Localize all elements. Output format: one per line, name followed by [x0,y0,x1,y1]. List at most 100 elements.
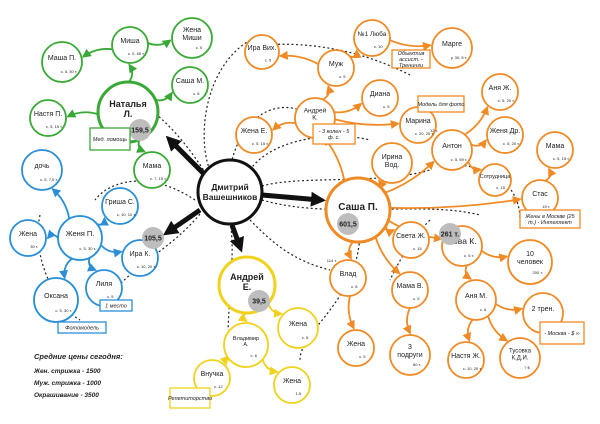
node-name: К. [312,115,318,122]
node-orange-sveta[interactable]: Света Ж.с. 15 [392,221,430,259]
score-badge [337,213,359,235]
node-orange-vova[interactable]: Вова К.с. 6 т.261 т. [439,223,483,267]
edge-orange-vlad-to-orange-zhena [346,295,355,330]
node-meta: с. 10 [374,44,383,49]
node-green-nastya_p[interactable]: Настя П.с. 5, 15 т. [29,99,67,137]
node-meta: с. 10, 20 т. [137,264,156,269]
node-circle [337,329,375,367]
node-orange-nastya_zh[interactable]: Настя Ж.с. 10, 20 т. [447,341,485,379]
node-blue-grisha[interactable]: Гриша С.с. 10, 10 т. [101,187,139,225]
node-meta: с. 5 [359,354,366,359]
node-meta: с. 10, 20 т. [463,366,482,371]
node-meta: с. 5, 30 т. [79,246,96,251]
node-name: Ира К. [130,251,151,258]
node-orange-anya_zh_top[interactable]: Аня Ж.с. 5, 20 т. [481,73,519,111]
node-name: Ирина [382,154,403,161]
node-circle [111,26,149,64]
node-circle [481,73,519,111]
node-name: подруги [397,352,422,359]
legend-item-women-haircut: Жен. стрижка - 1500 [33,368,101,375]
node-orange-stas[interactable]: Стас 15 т. [521,179,559,217]
node-orange-anton[interactable]: Антон с. 5, 59 т. 12 т. [430,128,473,171]
node-circle [244,34,280,70]
node-meta: 15 т. [542,204,550,209]
node-meta: с. 8 [351,284,358,289]
node-orange-ira_vih[interactable]: Ира Вих.с. 5 [244,34,280,70]
edge-orange-vova-to-orange-anya_m [461,264,472,280]
edge-blue-hub-to-blue-lilya [86,257,98,272]
node-meta: с. 5, 59 т. [451,157,468,162]
legend-title: Средние цены сегодня: [34,352,123,361]
node-meta: с. 5, 20 т. [503,141,520,146]
node-name: Аня Ж. [489,85,512,92]
edge-orange-hub-to-orange-mama_v [374,236,401,275]
node-meta: с. 8 [193,91,200,96]
node-green-masha[interactable]: Маша П.с. 5, 30 т. [41,41,83,83]
node-green-sasha_m[interactable]: Саша М.с. 8 [171,66,209,104]
node-meta: с. 5, 30 т. [55,308,72,313]
edge-orange-anya_m-to-orange-nastya_zh [462,319,474,342]
note-text: Жены в Москве (25 [524,214,575,220]
node-blue-hub[interactable]: Женя П.с. 5, 30 т. [57,215,103,261]
edge-blue-hub-to-blue-zhena [46,229,59,240]
node-circle [392,221,430,259]
node-name: Ира Вих. [248,45,277,52]
node-extra: 12 т. [430,128,438,133]
edge-orange-andrey_k-to-orange-marina [334,118,400,129]
edge-orange-anton-to-orange-zhenya_dr [470,138,487,149]
node-blue-oksana[interactable]: Оксана с. 5, 30 т. [33,277,79,323]
node-name: Внучка [201,371,224,378]
node-name: Антон [442,143,462,150]
node-name: Марге [442,41,462,48]
node-meta: с. 5, 15 т. [252,141,269,146]
node-name: Стас [532,191,548,198]
node-name: Света Ж. [396,233,426,240]
edge-green-hub-to-green-mama [135,139,146,153]
node-name: Жена [183,27,201,34]
node-name: Жена [19,231,37,238]
node-meta: с. 5 [339,74,346,79]
note-orange-stas_note: Жены в Москве (25т.) - Интеллект [519,209,581,229]
node-circle [431,27,473,69]
node-name: Аня М. [465,293,487,300]
note-text: - Москва - $ ∞ [544,331,580,337]
center-node[interactable]: Дмитрий Вашешников [196,158,264,226]
node-orange-anya_m[interactable]: Аня М.с. 6 [455,279,497,321]
node-orange-zhena_e[interactable]: Жена Е.с. 5, 15 т. [235,116,273,154]
node-meta: с. 5 [302,335,309,340]
node-orange-zhenya_dr[interactable]: Женя Др.с. 5, 20 т. [486,116,524,154]
node-orange-mama_v[interactable]: Мама В.с. 5 [391,271,429,309]
node-circle [41,41,83,83]
node-orange-hub[interactable]: Саша П.601,5 [324,176,392,244]
node-name: Л. [124,109,133,119]
node-blue-ira[interactable]: Ира К.с. 10, 20 т.105,5 [121,227,164,277]
node-name: Оксана [44,293,68,300]
node-name: Тусовка [509,349,532,355]
node-meta: 60 т. [413,362,421,367]
node-name: человек [517,259,544,266]
